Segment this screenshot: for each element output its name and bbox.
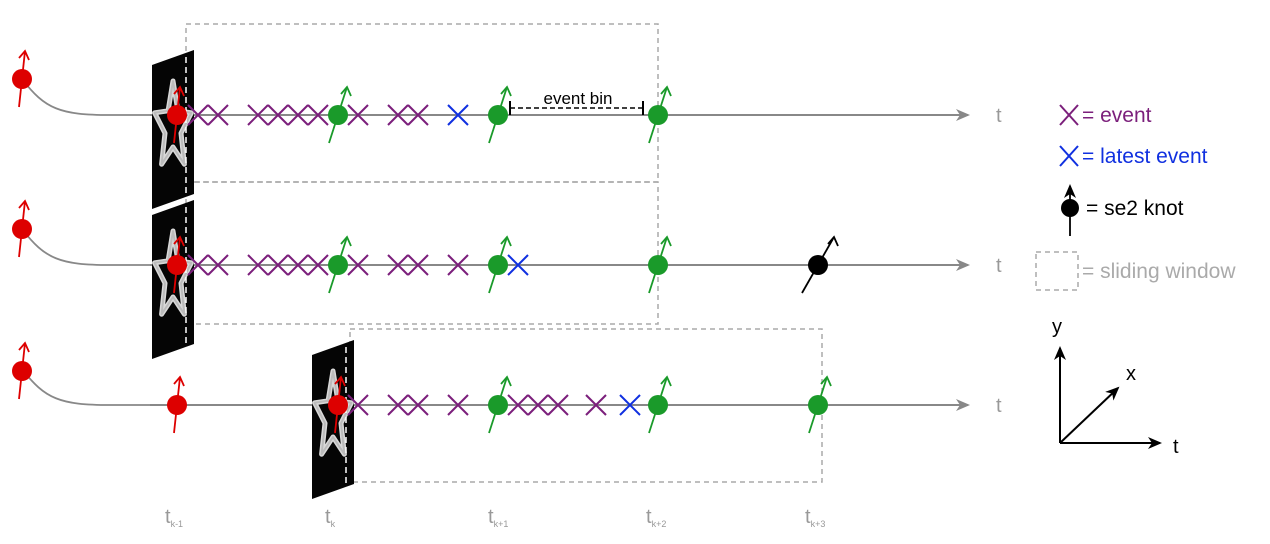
event-cross-row3-2 xyxy=(387,394,409,416)
frame-label-y: y xyxy=(1052,316,1062,338)
window-knot-row2-3 xyxy=(648,235,672,294)
axis-label-row1: t xyxy=(996,105,1002,127)
event-cross-row2-5 xyxy=(287,254,309,276)
event-cross-row1-5 xyxy=(287,104,309,126)
window-knot-row1-2 xyxy=(488,85,512,144)
event-cross-row2-2 xyxy=(207,254,229,276)
trajectory-curve-row2 xyxy=(21,228,150,266)
svg-text:tk: tk xyxy=(325,506,336,529)
legend-event-cross-icon xyxy=(1059,104,1079,126)
event-cross-row3-6 xyxy=(527,394,549,416)
svg-text:tk+3: tk+3 xyxy=(805,506,825,529)
latest-event-cross-row2 xyxy=(507,254,529,276)
start-knot-row1 xyxy=(12,49,32,108)
time-label-k-minus-1: tk-1 xyxy=(165,506,183,529)
time-label-k-plus-1: tk+1 xyxy=(488,506,508,529)
legend-window-label: = sliding window xyxy=(1082,260,1236,283)
svg-text:tk-1: tk-1 xyxy=(165,506,183,529)
event-cross-row2-9 xyxy=(407,254,429,276)
event-cross-row1-8 xyxy=(387,104,409,126)
old-knot-row3-2 xyxy=(328,375,348,434)
window-knot-row3-3 xyxy=(808,375,832,434)
latest-event-cross-row1 xyxy=(447,104,469,126)
legend-window-icon xyxy=(1035,251,1079,291)
event-cross-row1-9 xyxy=(407,104,429,126)
event-bin-label: event bin xyxy=(544,89,613,108)
window-knot-row2-2 xyxy=(488,235,512,294)
event-cross-row3-4 xyxy=(447,394,469,416)
legend-latest-event-cross-icon xyxy=(1059,145,1079,167)
trajectory-curve-row3 xyxy=(21,368,150,406)
coordinate-frame: y x t xyxy=(1052,316,1179,458)
event-cross-row2-10 xyxy=(447,254,469,276)
old-knot-row3-1 xyxy=(167,375,187,434)
event-cross-row3-7 xyxy=(547,394,569,416)
window-knot-row3-1 xyxy=(488,375,512,434)
time-label-k-plus-2: tk+2 xyxy=(646,506,666,529)
legend-latest-event-label: = latest event xyxy=(1082,145,1208,168)
frame-label-x: x xyxy=(1126,363,1136,385)
event-cross-row1-3 xyxy=(247,104,269,126)
window-knot-row1-3 xyxy=(648,85,672,144)
frame-image-row1 xyxy=(152,50,194,209)
event-cross-row2-4 xyxy=(267,254,289,276)
latest-event-cross-row3 xyxy=(619,394,641,416)
time-label-k: tk xyxy=(325,506,336,529)
event-cross-row1-6 xyxy=(307,104,329,126)
event-cross-row1-4 xyxy=(267,104,289,126)
new-knot-row2 xyxy=(801,235,839,294)
frame-label-t: t xyxy=(1173,436,1179,458)
legend: = event = latest event = se2 knot = slid… xyxy=(1035,104,1236,291)
time-label-k-plus-3: tk+3 xyxy=(805,506,825,529)
event-cross-row3-1 xyxy=(347,394,369,416)
trajectory-curve-row1 xyxy=(21,78,150,116)
event-cross-row2-1 xyxy=(187,254,209,276)
event-cross-row2-3 xyxy=(247,254,269,276)
legend-event-label: = event xyxy=(1082,104,1152,127)
event-cross-row3-8 xyxy=(585,394,607,416)
window-knot-row3-2 xyxy=(648,375,672,434)
event-cross-row2-6 xyxy=(307,254,329,276)
window-knot-row2-1 xyxy=(328,235,352,294)
svg-text:tk+1: tk+1 xyxy=(488,506,508,529)
svg-text:tk+2: tk+2 xyxy=(646,506,666,529)
event-cross-row1-1 xyxy=(187,104,209,126)
legend-knot-icon xyxy=(1061,184,1079,236)
frame-image-row3 xyxy=(312,340,354,499)
sliding-window-row2 xyxy=(185,181,659,325)
window-knot-row1-1 xyxy=(328,85,352,144)
start-knot-row2 xyxy=(12,199,32,258)
event-cross-row1-2 xyxy=(207,104,229,126)
start-knot-row3 xyxy=(12,341,32,400)
event-cross-row3-5 xyxy=(507,394,529,416)
axis-label-row3: t xyxy=(996,395,1002,417)
legend-knot-label: = se2 knot xyxy=(1086,197,1184,220)
event-bin-annotation: event bin xyxy=(509,89,644,115)
old-knot-row2-1 xyxy=(167,235,187,294)
event-cross-row1-7 xyxy=(347,104,369,126)
event-cross-row3-3 xyxy=(407,394,429,416)
axis-label-row2: t xyxy=(996,255,1002,277)
event-cross-row2-7 xyxy=(347,254,369,276)
frame-image-row2 xyxy=(152,200,194,359)
old-knot-row1-1 xyxy=(167,85,187,144)
event-cross-row2-8 xyxy=(387,254,409,276)
